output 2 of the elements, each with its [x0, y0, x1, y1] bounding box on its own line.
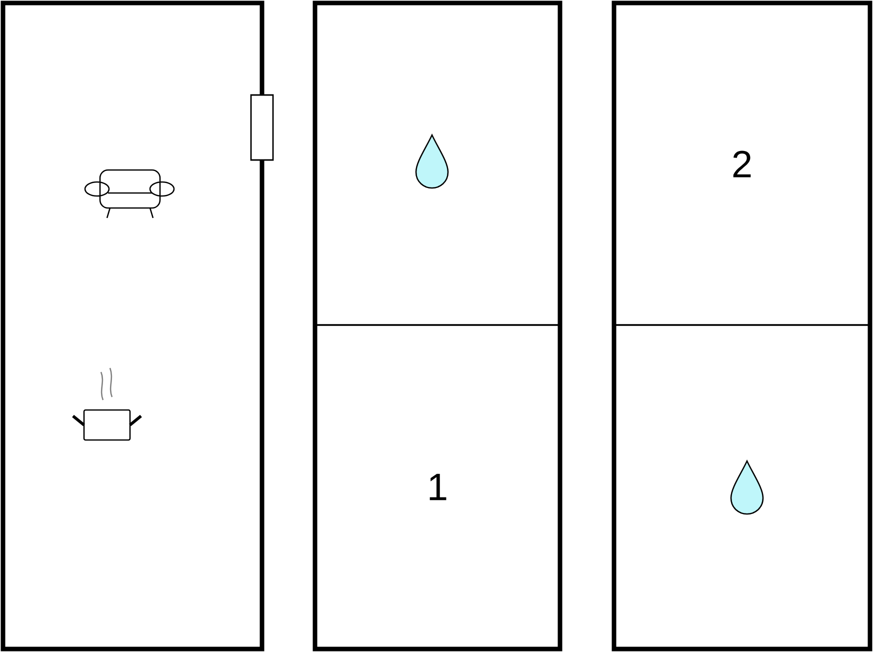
room: 1 [314, 324, 561, 650]
node-label: 2 [733, 150, 751, 178]
